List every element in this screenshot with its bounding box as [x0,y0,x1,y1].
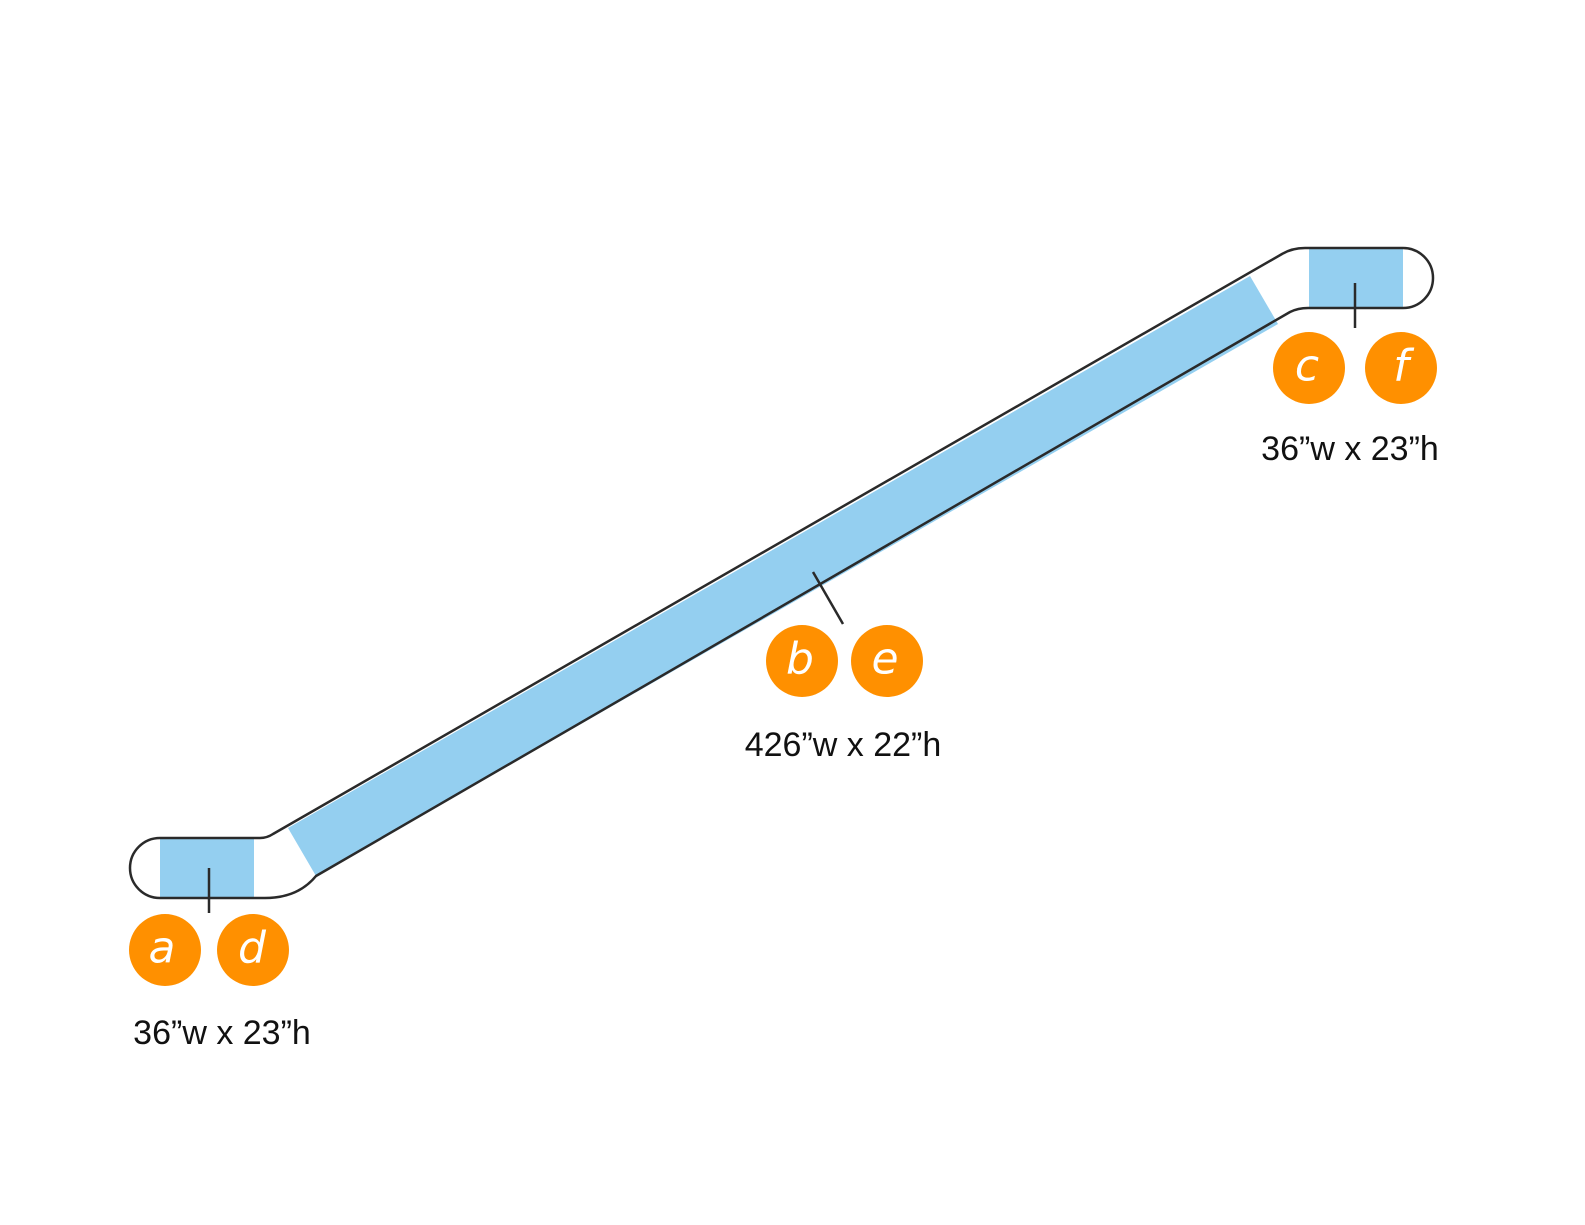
leader-line-incline [811,571,845,625]
dimension-label-bottom: 36”w x 23”h [133,1014,311,1052]
badge-b: b [766,625,838,697]
badge-a: a [129,914,201,986]
badge-a-label: a [149,923,176,974]
dimension-label-incline: 426”w x 22”h [745,726,942,764]
badge-f: f [1365,332,1437,404]
badge-c: c [1273,332,1345,404]
panel-bottom-landing [160,838,254,898]
badge-e: e [851,625,923,697]
handrail-shape [128,246,1435,900]
panel-incline [288,276,1278,876]
badge-b-label: b [786,634,814,685]
badge-c-label: c [1295,341,1319,392]
dimension-label-top: 36”w x 23”h [1261,430,1439,468]
badge-e-label: e [871,634,898,685]
handrail-outline [128,246,1435,900]
badge-d: d [217,914,289,986]
badge-d-label: d [238,923,267,974]
